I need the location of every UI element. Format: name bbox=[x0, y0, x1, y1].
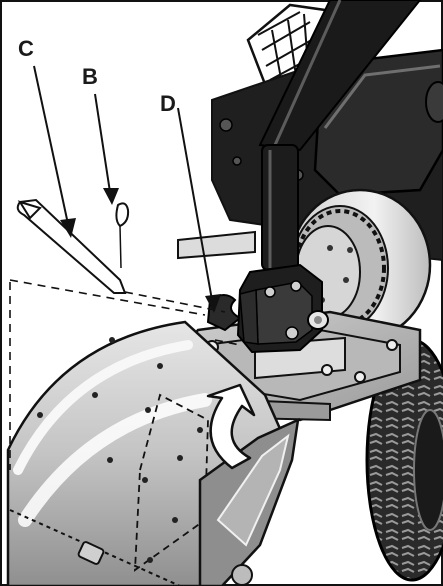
leader-line-b bbox=[94, 93, 111, 193]
hitch-pin-c bbox=[16, 198, 127, 294]
callout-label-d: D bbox=[160, 91, 176, 116]
engine-assembly bbox=[177, 3, 443, 342]
handle-post bbox=[261, 144, 299, 271]
discharge-chute bbox=[6, 320, 300, 586]
leader-lines bbox=[33, 65, 213, 301]
arrowhead-d-icon bbox=[205, 294, 221, 313]
fuel-cap bbox=[425, 81, 443, 123]
curved-rotation-arrow-icon bbox=[206, 383, 256, 470]
handle-bar bbox=[258, 0, 422, 271]
leader-line-c bbox=[33, 65, 69, 225]
leader-line-d bbox=[177, 107, 213, 301]
leader-arrowheads bbox=[60, 188, 221, 313]
axle-rod bbox=[177, 230, 256, 260]
arrowhead-b-icon bbox=[103, 188, 119, 205]
callout-label-c: C bbox=[18, 36, 34, 61]
arrowhead-c-icon bbox=[60, 218, 76, 238]
alignment-lines bbox=[9, 279, 241, 470]
callout-label-b: B bbox=[82, 64, 98, 89]
cotter-pin-b bbox=[115, 202, 130, 269]
chute-pivot-block bbox=[236, 263, 329, 354]
